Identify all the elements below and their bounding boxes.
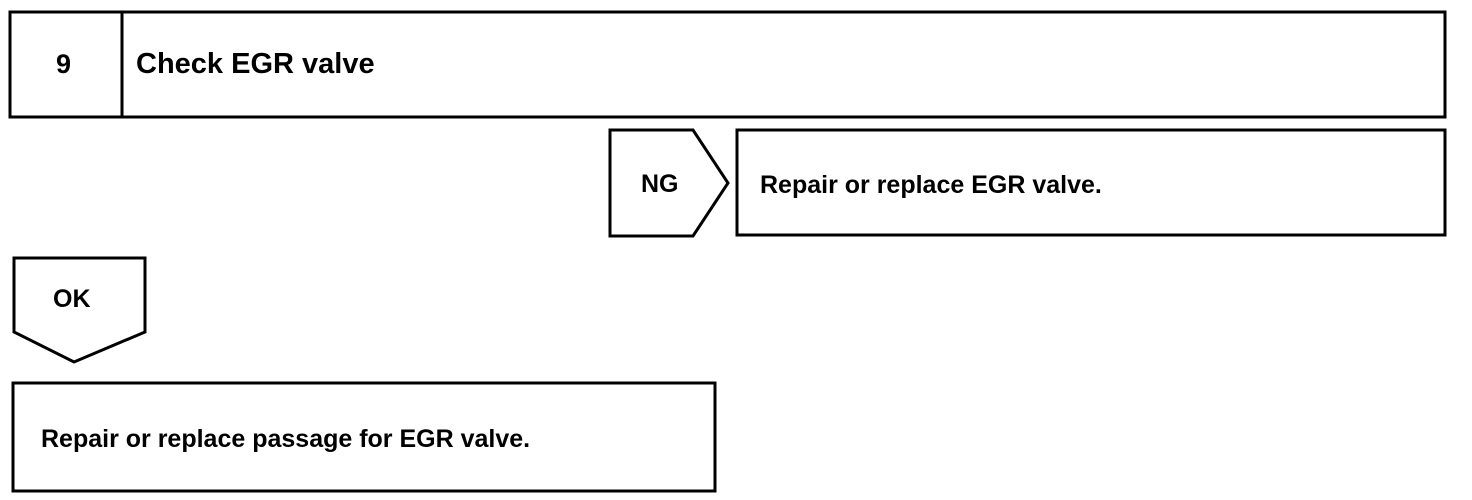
ok-label: OK <box>53 285 91 313</box>
step-number: 9 <box>56 49 72 79</box>
ng-action-box <box>735 128 1447 237</box>
ok-arrow-box <box>12 256 147 364</box>
ok-action-text: Repair or replace passage for EGR valve. <box>41 425 531 453</box>
step-title: Check EGR valve <box>136 48 375 80</box>
ng-arrow-box <box>608 128 730 238</box>
ok-action-box <box>11 381 717 493</box>
ng-label: NG <box>641 170 679 198</box>
step-header-box <box>8 10 1447 119</box>
ng-action-text: Repair or replace EGR valve. <box>760 171 1102 199</box>
